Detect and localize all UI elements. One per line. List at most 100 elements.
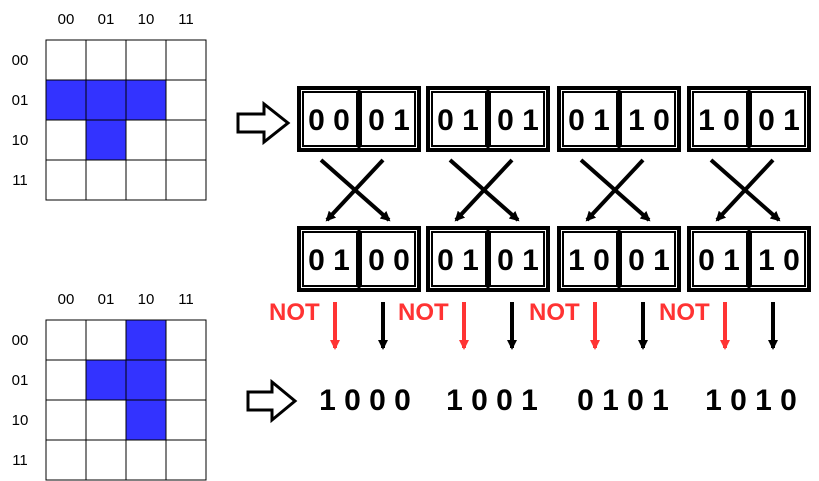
digit-pair-right: 0 0 [368, 244, 410, 277]
digit-box: 1 0 0 1 [557, 226, 681, 292]
result-value: 1 0 1 0 [705, 384, 797, 417]
swap-arrow-icon [585, 158, 645, 222]
digit-box: 1 0 0 1 [687, 86, 811, 152]
grid-cell-empty [85, 39, 127, 81]
digit-pair-left: 0 1 [437, 244, 479, 277]
row-label: 10 [12, 132, 29, 149]
column-label: 01 [98, 11, 115, 28]
row-label: 00 [12, 332, 29, 349]
digit-pair-right: 0 1 [497, 244, 539, 277]
digit-pair-right: 1 0 [628, 104, 670, 137]
grid-cell-filled [125, 359, 167, 401]
grid-cell-empty [45, 439, 87, 481]
digit-pair-left: 1 0 [568, 244, 610, 277]
digit-pair-right: 0 1 [497, 104, 539, 137]
grid-cell-empty [45, 159, 87, 201]
grid-cell-filled [85, 79, 127, 121]
grid-cell-empty [85, 399, 127, 441]
digit-box-left [302, 231, 358, 287]
grid-cell-empty [165, 39, 207, 81]
not-label: NOT [398, 299, 449, 326]
column-label: 00 [58, 291, 75, 308]
row-label: 01 [12, 372, 29, 389]
column-label: 00 [58, 11, 75, 28]
grid-cell-empty [45, 399, 87, 441]
top-grid: 00 01 10 11 00 01 10 11 [12, 11, 207, 201]
digit-box-right [489, 231, 545, 287]
grid-cell-empty [125, 119, 167, 161]
swap-arrows [319, 158, 781, 222]
not-arrows: NOT NOT NOT NOT [269, 299, 778, 350]
digit-box-left [562, 91, 618, 147]
result-value: 1 0 0 0 [319, 384, 411, 417]
digit-box-right [620, 91, 676, 147]
grid-cell-empty [125, 159, 167, 201]
bottom-grid: 00 01 10 11 00 01 10 11 [12, 291, 207, 481]
digit-box-right [750, 91, 806, 147]
digit-pair-left: 0 1 [437, 104, 479, 137]
column-label: 11 [178, 291, 194, 308]
not-label: NOT [659, 299, 710, 326]
grid-cell-empty [165, 79, 207, 121]
not-label: NOT [529, 299, 580, 326]
grid-cell-empty [125, 439, 167, 481]
digit-box-left [562, 231, 618, 287]
row-label: 10 [12, 412, 29, 429]
hollow-arrow-icon [246, 378, 298, 424]
not-label: NOT [269, 299, 320, 326]
digit-box: 0 1 0 1 [426, 226, 550, 292]
digit-box-right [620, 231, 676, 287]
column-label: 11 [178, 11, 194, 28]
result-value: 1 0 0 1 [446, 384, 538, 417]
digit-box-right [750, 231, 806, 287]
grid-cell-filled [85, 119, 127, 161]
grid-cell-filled [125, 399, 167, 441]
grid-cell-filled [85, 359, 127, 401]
result-value: 0 1 0 1 [577, 384, 669, 417]
digit-box-left [431, 231, 487, 287]
grid-cell-empty [45, 119, 87, 161]
row-label: 11 [12, 452, 28, 469]
column-label: 10 [138, 291, 155, 308]
row-label: 00 [12, 52, 29, 69]
digit-box-right [489, 91, 545, 147]
digit-box-left [431, 91, 487, 147]
digit-pair-right: 0 1 [628, 244, 670, 277]
digit-pair-right: 0 1 [758, 104, 800, 137]
column-label: 01 [98, 291, 115, 308]
grid-cell-empty [165, 319, 207, 361]
digit-pair-left: 0 0 [308, 104, 350, 137]
digit-pair-right: 0 1 [368, 104, 410, 137]
grid-cell-empty [85, 159, 127, 201]
grid-cell-empty [165, 159, 207, 201]
digit-pair-right: 1 0 [758, 244, 800, 277]
grid-cell-empty [165, 119, 207, 161]
digit-box-right [360, 91, 416, 147]
digit-box-left [692, 91, 748, 147]
digit-pair-left: 1 0 [698, 104, 740, 137]
row-label: 01 [12, 92, 29, 109]
swap-arrow-icon [715, 158, 775, 222]
grid-cell-empty [85, 319, 127, 361]
hollow-arrow-icon [236, 100, 291, 146]
digit-box-left [302, 91, 358, 147]
grid-cell-empty [85, 439, 127, 481]
grid-cell-empty [45, 359, 87, 401]
digit-box-left [692, 231, 748, 287]
grid-cell-empty [165, 359, 207, 401]
column-label: 10 [138, 11, 155, 28]
grid-cell-filled [125, 319, 167, 361]
grid-cell-empty [45, 319, 87, 361]
grid-cell-filled [125, 79, 167, 121]
grid-cell-empty [165, 399, 207, 441]
digit-pair-left: 0 1 [698, 244, 740, 277]
grid-cell-empty [125, 39, 167, 81]
row-label: 11 [12, 172, 28, 189]
grid-cell-empty [165, 439, 207, 481]
swap-arrow-icon [454, 158, 514, 222]
